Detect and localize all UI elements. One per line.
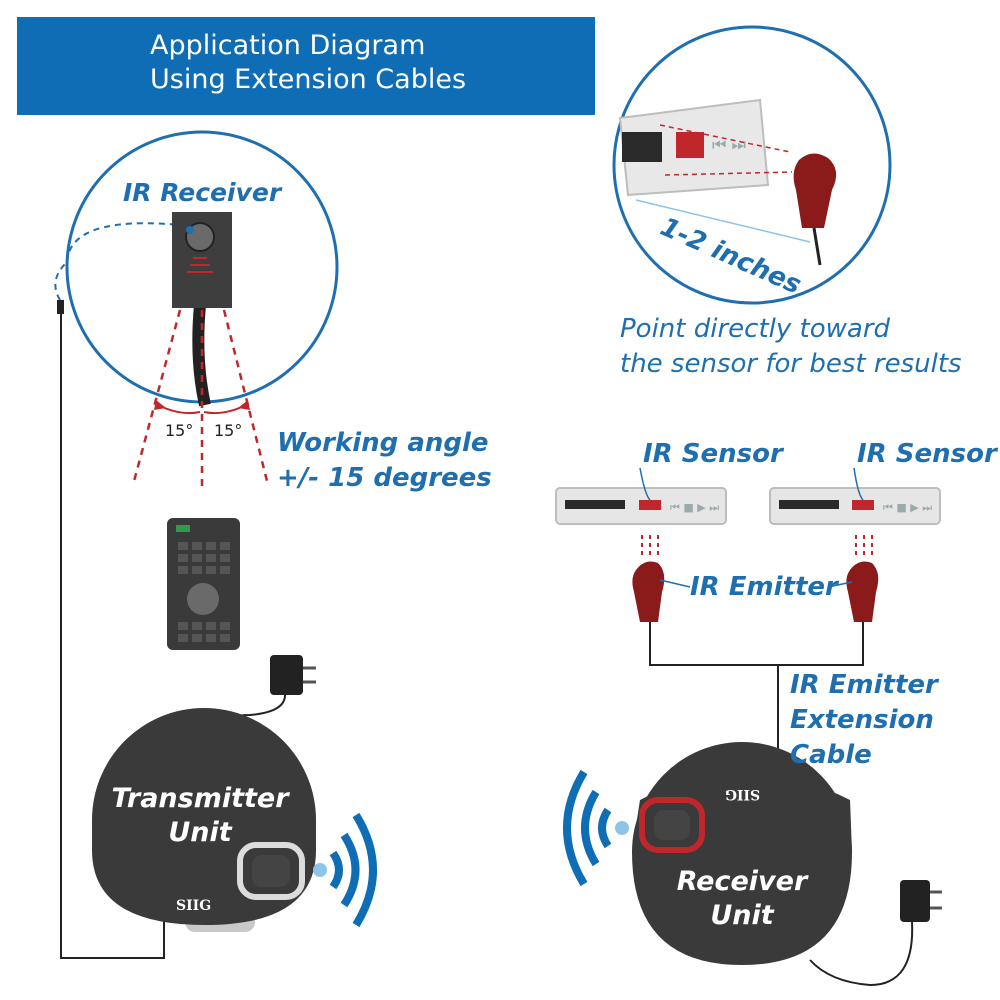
receiver-label-line-2: Unit [710,900,774,931]
title-banner [17,17,595,115]
receiver-lead-line [66,222,181,263]
working-angle-line-1: Working angle [277,428,489,458]
receiver-signal-waves [563,769,588,887]
angle-left-label: 15° [165,421,194,440]
remote-bottom-keys [178,622,230,642]
transmitter-ir-window [237,842,305,900]
title-line-1: Application Diagram [150,30,426,61]
receiver-brand-logo: SIIG [725,786,761,802]
ir-emitter-label: IR Emitter [690,572,838,602]
ir-sensor-left-label: IR Sensor [643,439,783,469]
ir-receiver-label: IR Receiver [123,178,282,207]
transmitter-power-adapter [270,655,303,695]
svg-text:⏮ ■ ▶ ⏭: ⏮ ■ ▶ ⏭ [883,501,932,514]
svg-text:⏮ ■ ▶ ⏭: ⏮ ■ ▶ ⏭ [670,501,719,514]
emitter-left [632,535,665,622]
receiver-power-adapter [900,880,930,922]
remote-keypad [178,542,234,574]
emitter-right [846,535,879,622]
receiver-ir-window [639,797,705,853]
remote-dpad [187,583,219,615]
tip-line-1: Point directly toward [620,314,891,344]
tip-line-2: the sensor for best results [620,349,962,379]
working-angle-line-2: +/- 15 degrees [277,463,492,493]
transmitter-label-line-1: Transmitter [111,783,289,814]
receiver-label-line-1: Receiver [676,866,808,897]
cable-label-line-2: Extension [790,705,934,735]
cable-label-line-1: IR Emitter [790,670,938,700]
angle-right-label: 15° [214,421,243,440]
transmitter-label-line-2: Unit [168,817,232,848]
emitter-extension-cable [649,622,864,666]
transmitter-signal-waves [352,812,377,928]
ir-sensor-left-mark [639,500,661,510]
ir-sensor-right-mark [852,500,874,510]
receiver-cable [192,304,211,407]
ir-sensor-right-label: IR Sensor [857,439,997,469]
transmitter-brand-logo: SIIG [176,898,212,914]
svg-text:⏮ ⏭: ⏮ ⏭ [712,135,746,154]
title-line-2: Using Extension Cables [150,64,467,95]
cable-label-line-3: Cable [790,740,872,770]
emitter-closeup [793,153,837,228]
